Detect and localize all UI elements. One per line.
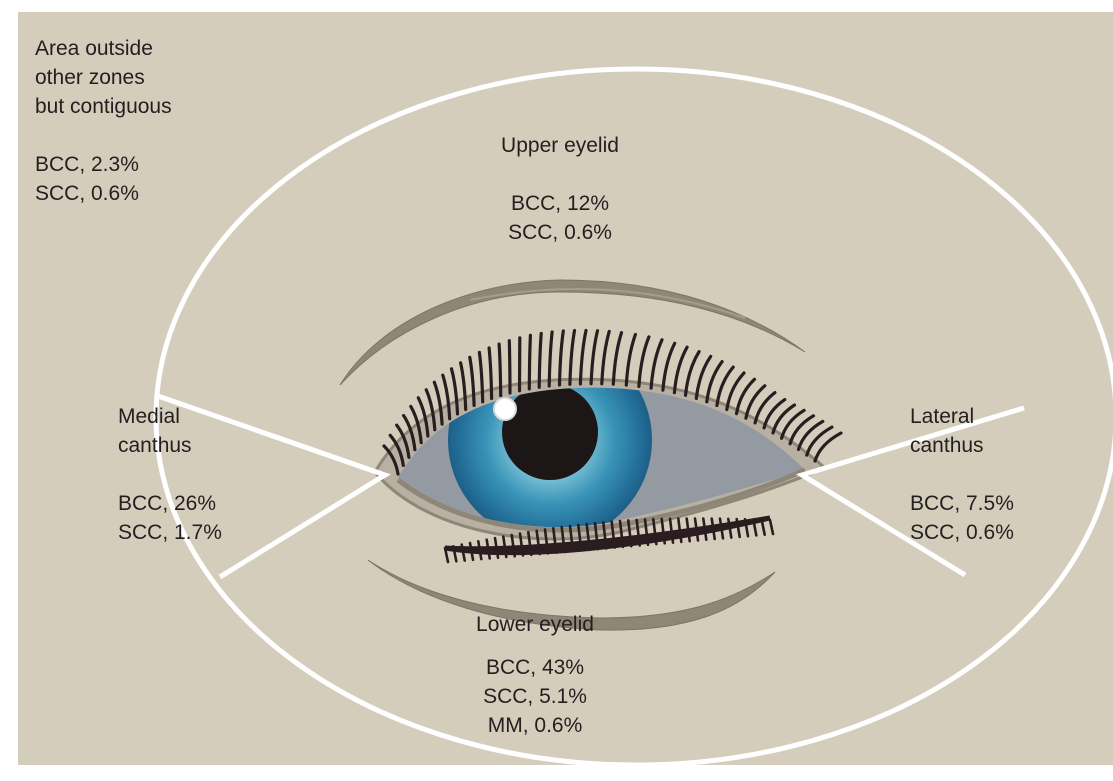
eyelash [755,393,775,423]
outside-zone-scc: SCC, 0.6% [35,179,172,208]
medial-canthus-scc: SCC, 1.7% [118,518,222,547]
lower-eyelid-mm: MM, 0.6% [435,711,635,740]
eyelash [717,367,733,405]
outside-zone-label: Area outside other zones but contiguous … [35,34,172,208]
catchlight [494,398,516,420]
medial-canthus-bcc: BCC, 26% [118,489,222,518]
upper-eyelid-label: Upper eyelid BCC, 12% SCC, 0.6% [460,131,660,247]
lateral-canthus-label: Lateral canthus BCC, 7.5% SCC, 0.6% [910,402,1014,547]
lower-eyelid-label: Lower eyelid BCC, 43% SCC, 5.1% MM, 0.6% [435,610,635,740]
outside-zone-name-line-2: other zones [35,63,172,92]
eyelash [499,344,501,396]
outside-zone-bcc: BCC, 2.3% [35,150,172,179]
upper-eyelid-name: Upper eyelid [460,131,660,160]
upper-eyelid-scc: SCC, 0.6% [460,218,660,247]
outside-zone-name-line-1: Area outside [35,34,172,63]
eyelash [580,330,586,384]
eyelash [727,373,744,410]
eyelash [602,331,609,383]
lower-eyelid-scc: SCC, 5.1% [435,682,635,711]
eyelash [770,520,773,534]
medial-canthus-name-line-2: canthus [118,431,222,460]
eyelash [639,337,649,387]
upper-eyelid-bcc: BCC, 12% [460,189,660,218]
eyelash [613,333,621,385]
upper-lid-crease [340,280,805,385]
lower-eyelid-bcc: BCC, 43% [435,653,635,682]
eyelash [539,334,541,388]
eyelash [591,331,597,384]
eyelash [663,343,675,390]
eyelash [560,331,564,385]
medial-canthus-label: Medial canthus BCC, 26% SCC, 1.7% [118,402,222,547]
eyelash [549,332,552,386]
lateral-canthus-name-line-1: Lateral [910,402,1014,431]
eyelash [746,386,765,418]
eyelash [570,331,575,385]
eyelash [651,340,662,388]
outside-zone-name-line-3: but contiguous [35,92,172,121]
pupil [502,384,598,480]
eyelash [509,341,510,393]
lower-eyelid-name: Lower eyelid [435,610,635,639]
eyelash [737,379,755,413]
lateral-canthus-scc: SCC, 0.6% [910,518,1014,547]
eyelash [529,335,530,389]
medial-canthus-name-line-1: Medial [118,402,222,431]
eyelash [626,335,635,386]
lateral-canthus-bcc: BCC, 7.5% [910,489,1014,518]
lateral-canthus-name-line-2: canthus [910,431,1014,460]
